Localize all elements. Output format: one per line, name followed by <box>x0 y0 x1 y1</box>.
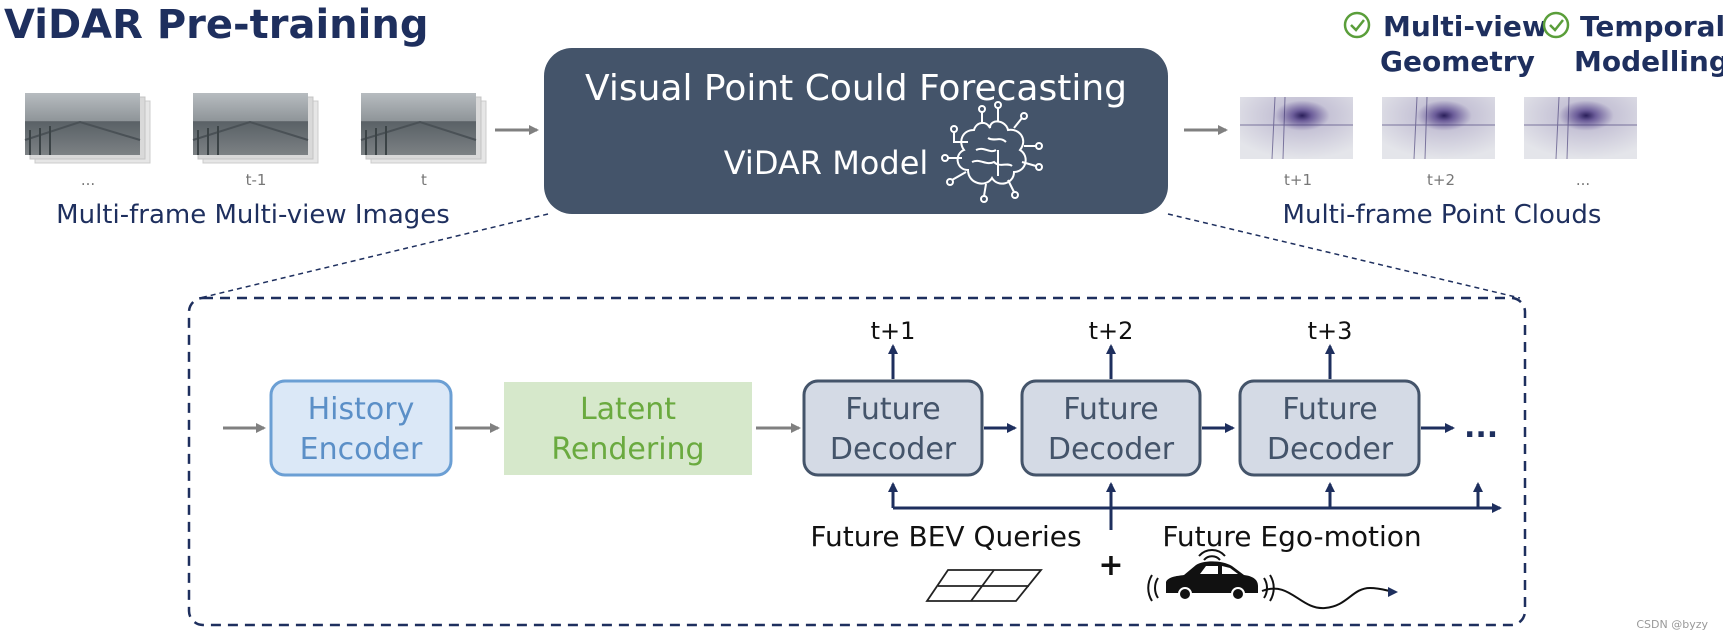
input-frame-label: t <box>421 171 427 189</box>
output-frame-label: t+1 <box>1284 171 1312 189</box>
page-title: ViDAR Pre-training <box>4 2 428 48</box>
latent-rendering-line2: Rendering <box>551 432 704 467</box>
check-temporal: Temporal Modelling <box>1542 10 1723 78</box>
future-decoder-2-line1: Future <box>1063 392 1159 427</box>
zoom-line-left <box>199 213 549 299</box>
input-image-stack-3 <box>360 93 487 164</box>
output-frame-label: ... <box>1576 171 1590 189</box>
model-title: Visual Point Could Forecasting <box>585 68 1127 109</box>
input-frame-label: t-1 <box>246 171 267 189</box>
bev-grid-icon <box>925 569 1043 602</box>
zoom-line-right <box>1167 213 1521 299</box>
wireless-signal-icon <box>1147 549 1275 602</box>
future-decoder-1-line1: Future <box>845 392 941 427</box>
input-frame-label: ... <box>81 171 95 189</box>
watermark: CSDN @byzy <box>1636 618 1708 631</box>
check-circle-icon <box>1542 11 1570 39</box>
check-mark-icon <box>1350 19 1365 32</box>
street-image <box>193 93 308 155</box>
check-label-line2: Modelling <box>1574 45 1723 78</box>
check-label-line2: Geometry <box>1380 45 1535 78</box>
future-decoder-box-2 <box>1020 379 1202 477</box>
history-encoder-line1: History <box>308 392 415 427</box>
future-decoder-box-1 <box>802 379 984 477</box>
future-bev-queries-label: Future BEV Queries <box>810 520 1081 553</box>
street-image <box>361 93 476 155</box>
output-frame-label: t+2 <box>1427 171 1455 189</box>
input-image-stack-2 <box>192 93 319 164</box>
output-caption: Multi-frame Point Clouds <box>1283 200 1602 230</box>
point-cloud-image-2 <box>1382 96 1495 160</box>
brain-circuit-icon <box>941 101 1043 203</box>
point-cloud-image-3 <box>1524 96 1637 160</box>
detail-box <box>187 296 1527 627</box>
model-name: ViDAR Model <box>724 144 929 182</box>
latent-rendering-box <box>504 382 752 475</box>
input-caption: Multi-frame Multi-view Images <box>56 200 450 230</box>
latent-rendering-line1: Latent <box>580 392 676 427</box>
history-encoder-line2: Encoder <box>300 432 423 467</box>
car-icon <box>1166 561 1258 601</box>
future-ego-motion-label: Future Ego-motion <box>1162 520 1421 553</box>
trajectory-curve <box>1261 586 1398 610</box>
check-mark-icon <box>1549 19 1564 32</box>
decoder-2-output-label: t+2 <box>1089 317 1134 345</box>
history-encoder-box <box>269 379 453 477</box>
point-cloud-image-1 <box>1240 96 1353 160</box>
input-image-stack-1 <box>24 93 151 164</box>
check-circle-icon <box>1343 11 1371 39</box>
plus-sign: + <box>1098 548 1123 583</box>
future-decoder-2-line2: Decoder <box>1048 432 1175 467</box>
future-decoder-1-line2: Decoder <box>830 432 957 467</box>
decoder-ellipsis: ... <box>1464 410 1498 445</box>
future-decoder-3-line1: Future <box>1282 392 1378 427</box>
model-box <box>544 48 1168 214</box>
decoder-1-output-label: t+1 <box>871 317 916 345</box>
street-image <box>25 93 140 155</box>
future-decoder-3-line2: Decoder <box>1267 432 1394 467</box>
check-label-line1: Temporal <box>1580 10 1723 43</box>
check-multi-view: Multi-view Geometry <box>1343 10 1548 78</box>
decoder-3-output-label: t+3 <box>1308 317 1353 345</box>
future-decoder-box-3 <box>1238 379 1421 477</box>
check-label-line1: Multi-view <box>1383 10 1548 43</box>
